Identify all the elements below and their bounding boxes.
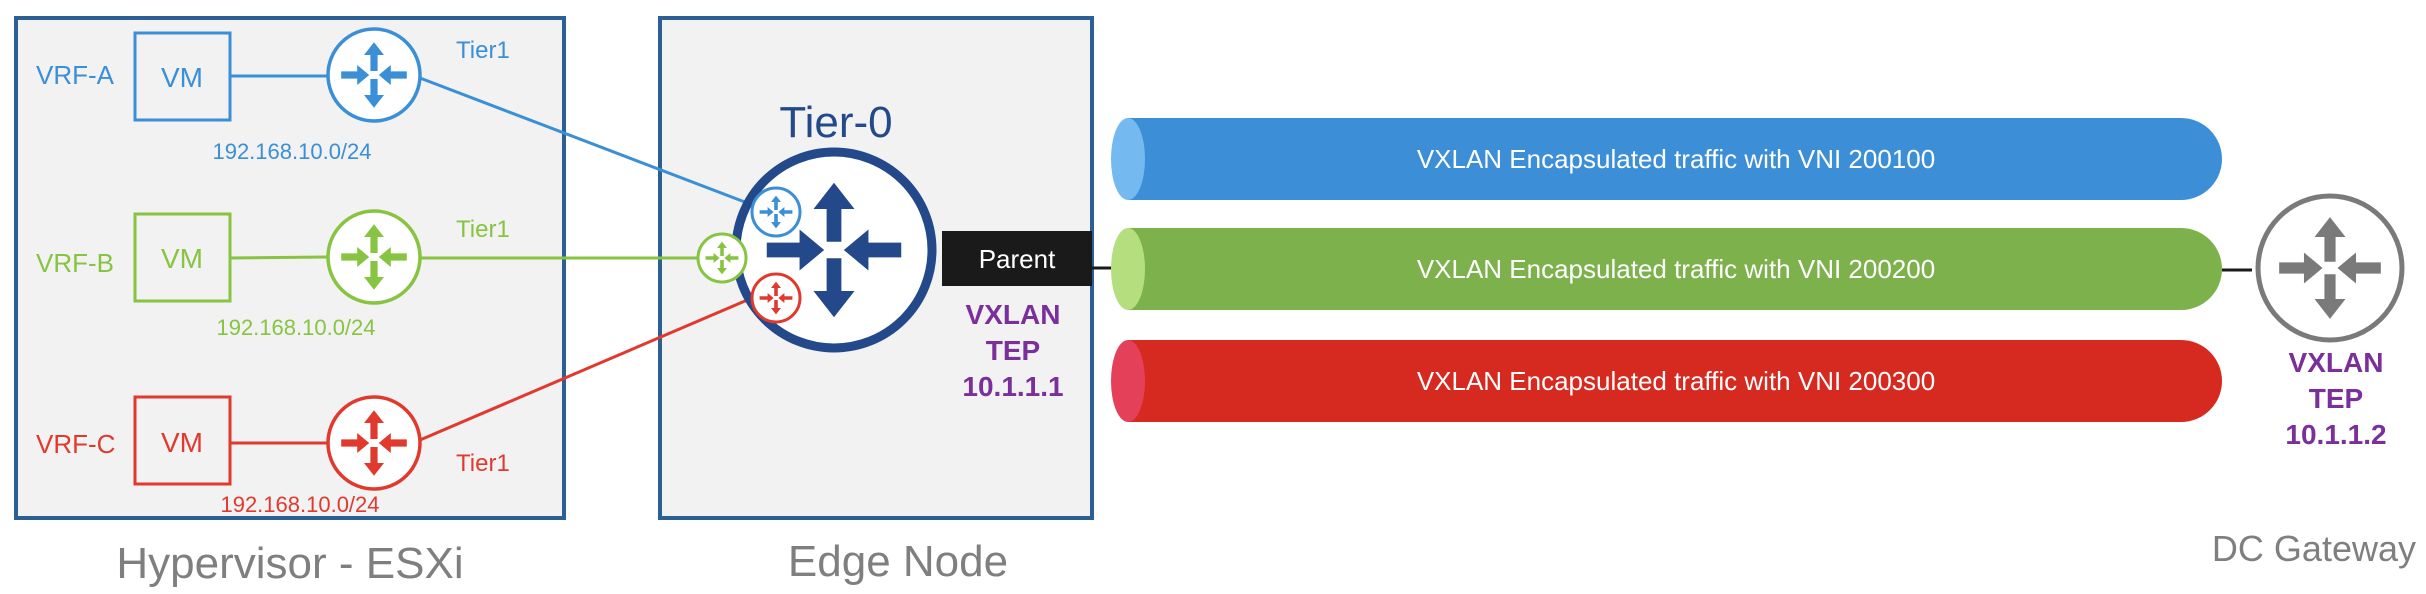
parent-label: Parent: [979, 244, 1056, 274]
tier1-a-router-icon[interactable]: [326, 27, 422, 123]
vm-c-label: VM: [161, 427, 203, 458]
vrf-row-c: VRF-C VM 192.168.10.0/24 Tier1: [36, 395, 510, 517]
edge-tep-line2: TEP: [986, 335, 1040, 366]
parent-interface[interactable]: [942, 231, 1092, 286]
vrf-a-label: VRF-A: [36, 60, 115, 90]
gateway-tep-line1: VXLAN: [2289, 347, 2384, 378]
tier0-label: Tier-0: [779, 98, 892, 147]
link-a-to-tier0: [419, 76, 751, 206]
gateway-tep-line2: TEP: [2309, 383, 2363, 414]
edge-tep-line1: VXLAN: [966, 299, 1061, 330]
tunnel-vni-200300-label: VXLAN Encapsulated traffic with VNI 2003…: [1417, 366, 1935, 396]
vrf-c-label: VRF-C: [36, 429, 115, 459]
tunnel-vni-200200[interactable]: VXLAN Encapsulated traffic with VNI 2002…: [1111, 228, 2222, 310]
vrf-a-subnet: 192.168.10.0/24: [212, 139, 371, 164]
vrf-b-subnet: 192.168.10.0/24: [216, 315, 375, 340]
tier1-b-router-icon[interactable]: [326, 209, 422, 305]
edge-node-label: Edge Node: [788, 537, 1008, 586]
tunnel-vni-200200-label: VXLAN Encapsulated traffic with VNI 2002…: [1417, 254, 1935, 284]
vm-b-label: VM: [161, 243, 203, 274]
vrf-b-label: VRF-B: [36, 248, 114, 278]
vrf-c-tier1-label: Tier1: [456, 450, 510, 477]
tier0-vrf-a-router-icon[interactable]: [750, 186, 802, 238]
tier0-vrf-b-router-icon[interactable]: [696, 232, 748, 284]
vm-b-link: [229, 255, 328, 260]
tunnel-vni-200300[interactable]: VXLAN Encapsulated traffic with VNI 2003…: [1111, 340, 2222, 422]
dc-gateway-router-icon[interactable]: [2255, 193, 2405, 343]
tunnel-vni-200100[interactable]: VXLAN Encapsulated traffic with VNI 2001…: [1111, 118, 2222, 200]
hypervisor-box: [14, 16, 566, 520]
hypervisor-label: Hypervisor - ESXi: [116, 539, 463, 588]
vm-c-box[interactable]: [133, 395, 232, 486]
vrf-row-a: VRF-A VM 192.168.10.0/24 Tier1: [36, 27, 510, 164]
link-c-to-tier0: [419, 296, 753, 442]
tier0-vrf-c-router-icon[interactable]: [750, 272, 802, 324]
edge-tep-line3: 10.1.1.1: [962, 371, 1063, 402]
vrf-c-subnet: 192.168.10.0/24: [220, 492, 379, 517]
tunnel-vni-200100-label: VXLAN Encapsulated traffic with VNI 2001…: [1417, 144, 1935, 174]
gateway-tep-line3: 10.1.1.2: [2285, 419, 2386, 450]
vrf-a-tier1-label: Tier1: [456, 37, 510, 64]
tier1-c-router-icon[interactable]: [326, 395, 422, 491]
vm-a-label: VM: [161, 62, 203, 93]
dc-gateway-label: DC Gateway: [2212, 528, 2416, 569]
vrf-b-tier1-label: Tier1: [456, 216, 510, 243]
vrf-row-b: VRF-B VM 192.168.10.0/24 Tier1: [36, 209, 510, 340]
